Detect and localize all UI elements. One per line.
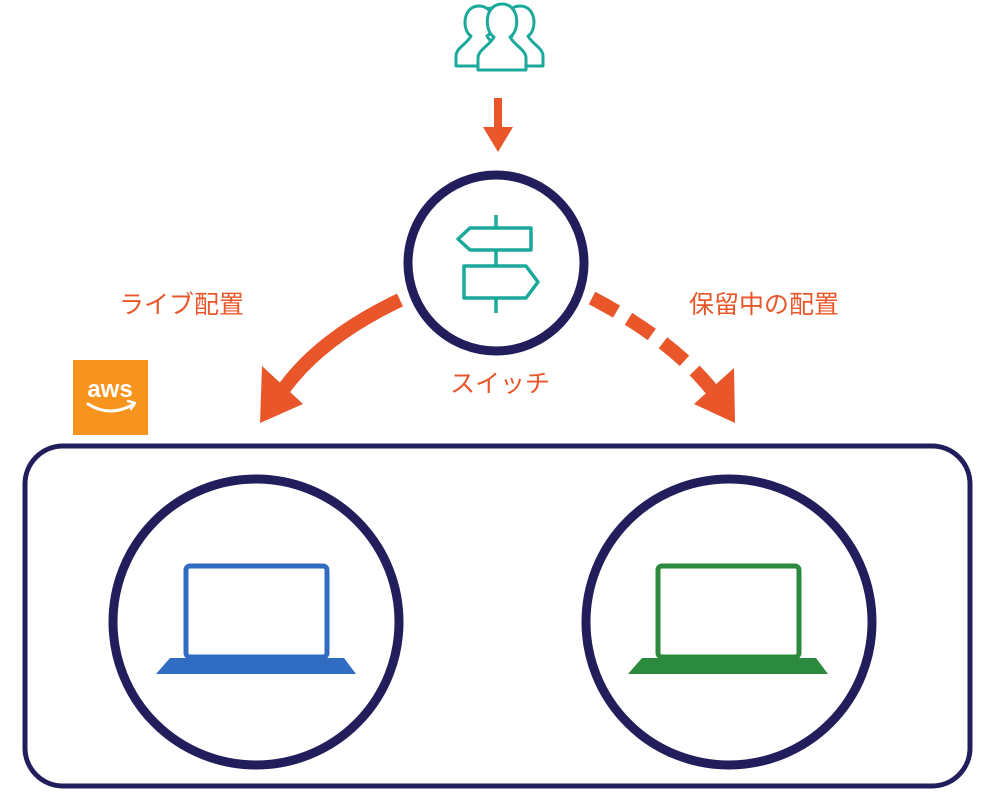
aws-environment-container	[22, 443, 973, 789]
down-arrow	[483, 98, 513, 152]
laptop-icon	[628, 563, 828, 674]
live-environment-node	[108, 474, 404, 770]
live-deploy-arrow	[277, 293, 404, 395]
switch-label: スイッチ	[450, 369, 550, 398]
live-deploy-label: ライブ配置	[119, 290, 244, 319]
laptop-icon	[156, 563, 356, 674]
aws-logo: aws	[73, 360, 148, 435]
users-group-icon	[454, 2, 545, 72]
svg-text:aws: aws	[87, 376, 132, 403]
staged-deploy-label: 保留中の配置	[689, 290, 839, 319]
staged-environment-node	[581, 474, 877, 770]
live-deploy-arrowhead	[260, 366, 303, 423]
signpost-icon	[456, 215, 540, 313]
staged-deploy-arrow	[588, 291, 718, 395]
staged-deploy-arrowhead	[694, 368, 735, 423]
